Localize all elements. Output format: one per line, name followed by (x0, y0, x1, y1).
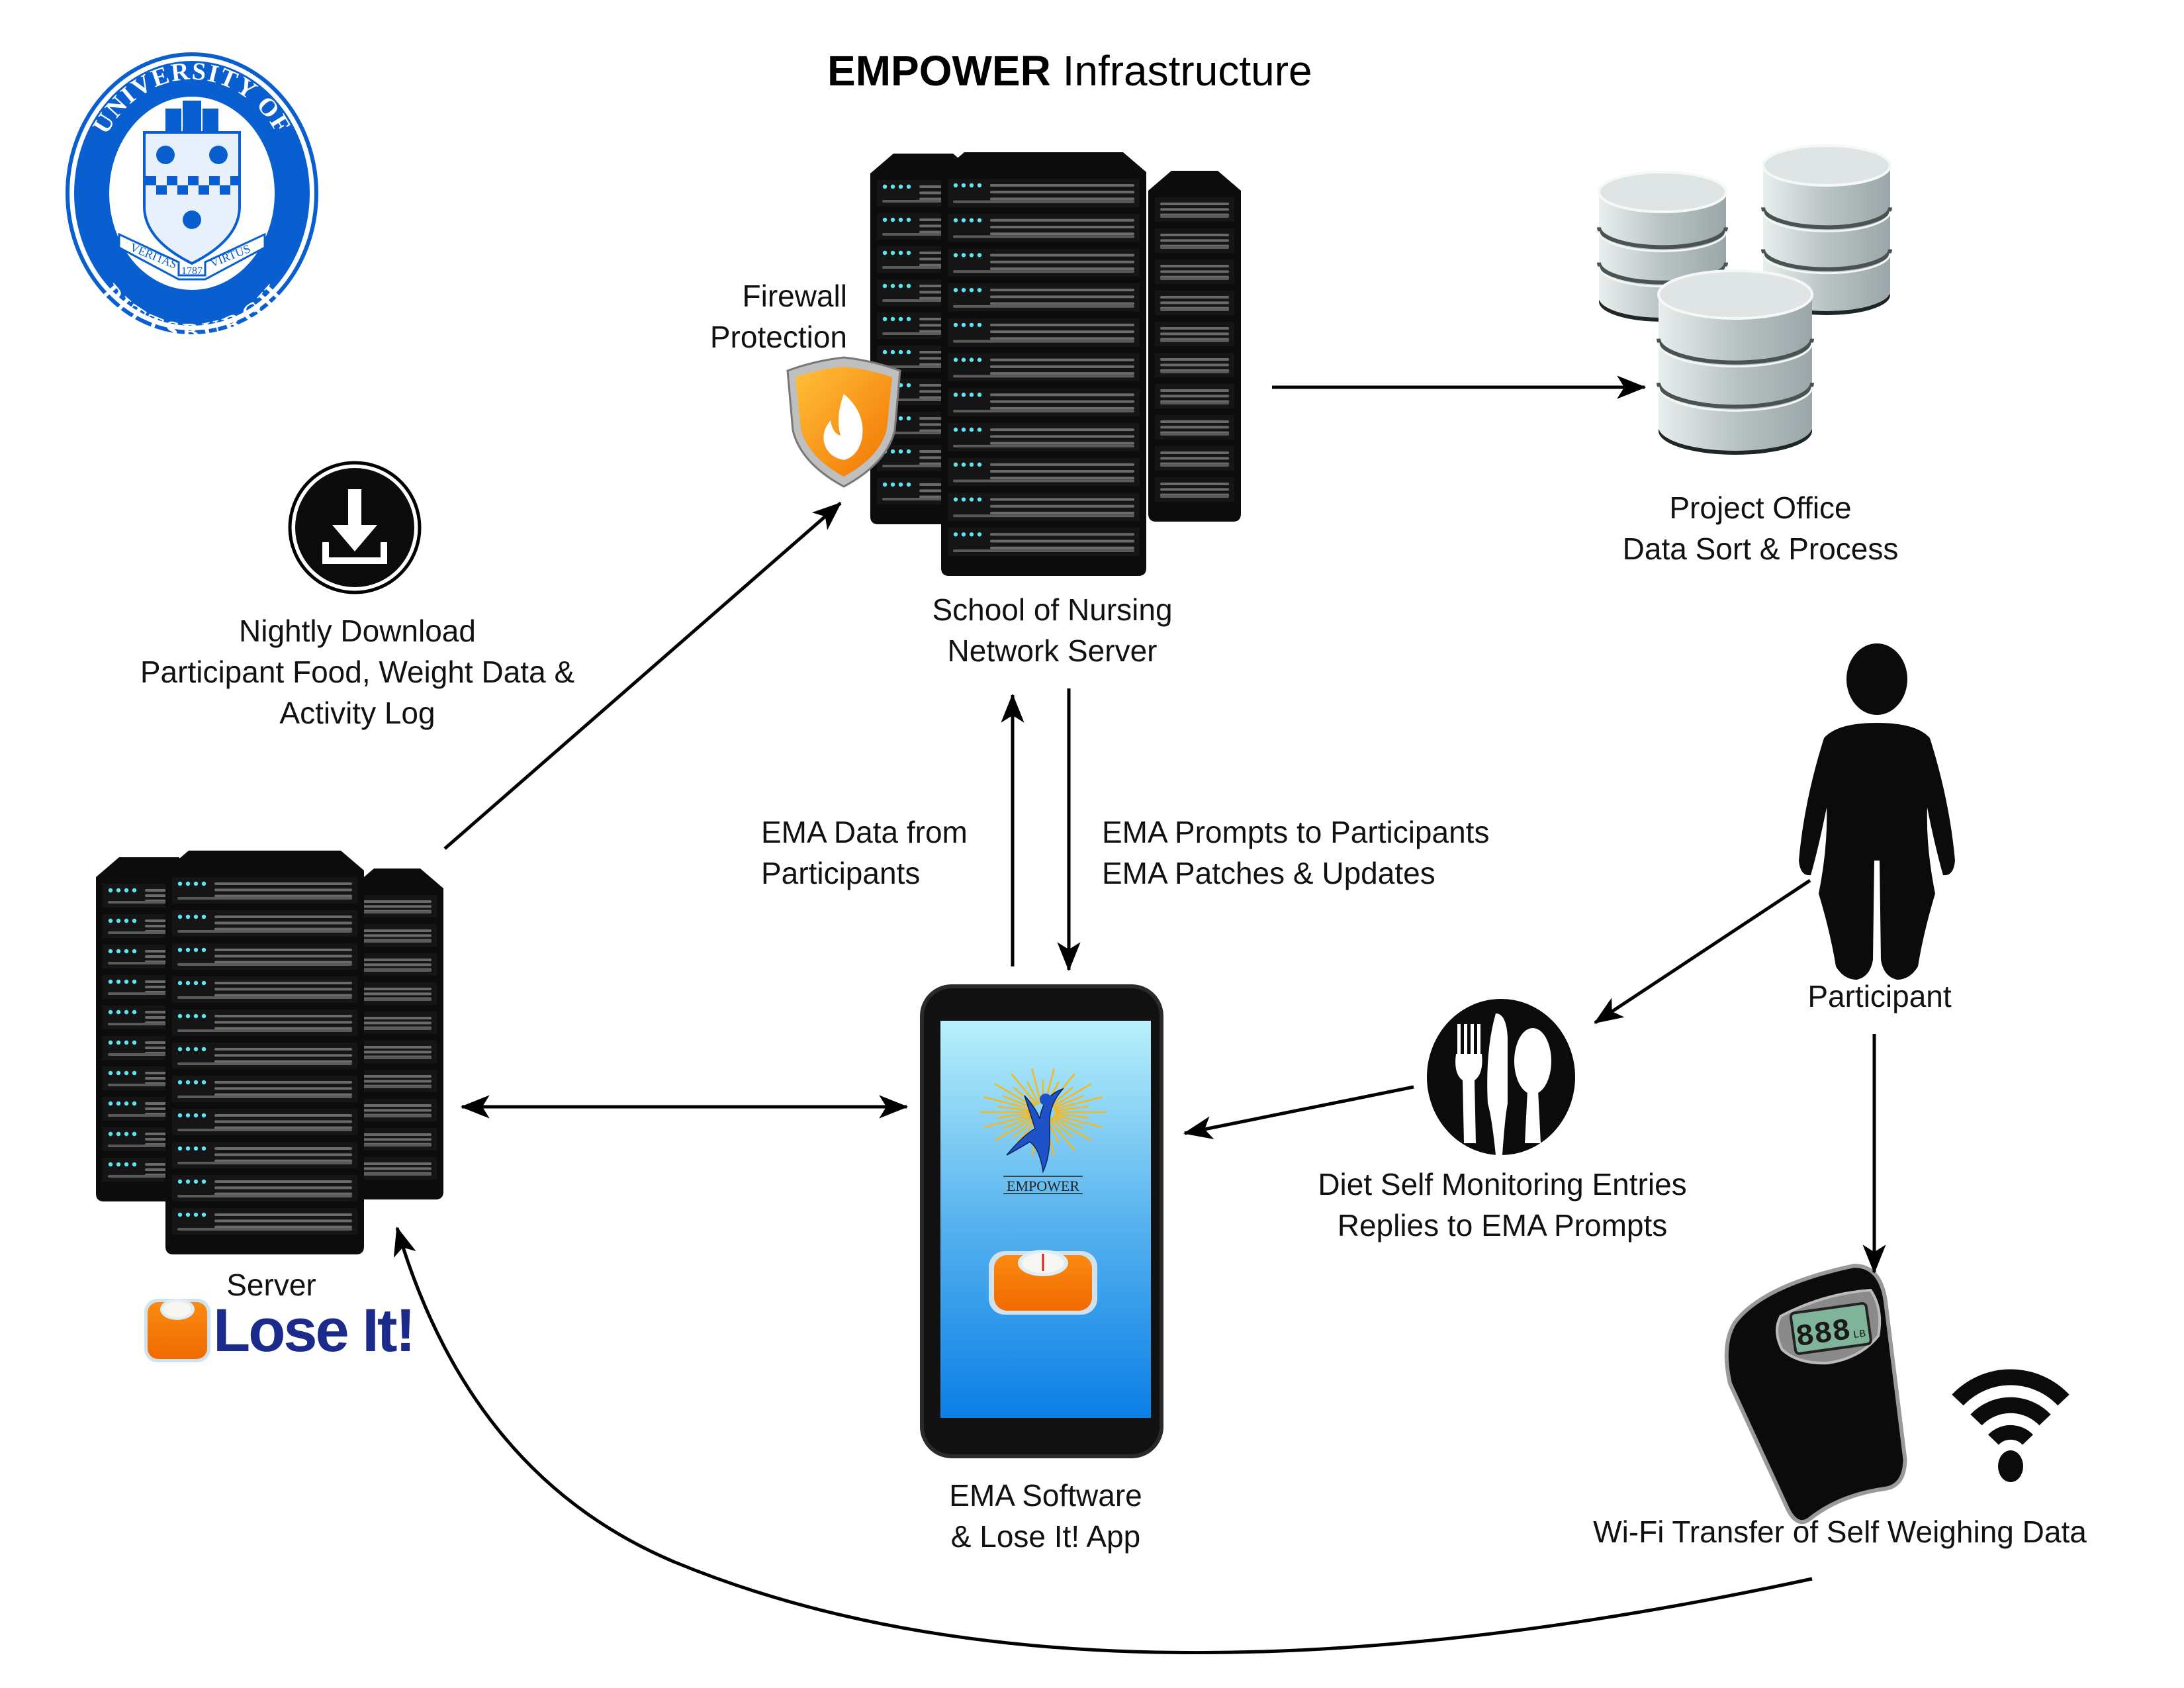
page-title: EMPOWER Infrastructure (827, 46, 1312, 95)
loseit-app-icon[interactable] (989, 1250, 1097, 1315)
nursing-rack-back-right (1148, 171, 1241, 522)
nightly-download-label: Nightly Download Participant Food, Weigh… (106, 610, 609, 733)
project-office-label-line2: Data Sort & Process (1622, 532, 1899, 566)
phone-label: EMA Software & Lose It! App (880, 1475, 1211, 1557)
arrow-loseit-to-nursing (443, 502, 842, 850)
database-back-right (1761, 144, 1892, 315)
nursing-server-label-line1: School of Nursing (932, 592, 1173, 627)
university-seal-logo: VERITAS VIRTUS 1787 UNIVERSITY OF PITTSB… (66, 52, 318, 346)
utensils-icon (1427, 999, 1575, 1155)
empower-logo-text: EMPOWER (1007, 1178, 1079, 1194)
scale-label: Wi-Fi Transfer of Self Weighing Data (1593, 1515, 2087, 1549)
ema-data-label-line2: Participants (761, 856, 921, 890)
firewall-label: Firewall Protection (702, 275, 847, 357)
nursing-rack-front (941, 152, 1146, 576)
ema-prompts-label-line2: EMA Patches & Updates (1102, 856, 1435, 890)
loseit-rack-back-right (351, 868, 443, 1199)
loseit-server-icon[interactable] (96, 851, 443, 1254)
ema-data-label: EMA Data from Participants (761, 812, 968, 894)
diet-label-line1: Diet Self Monitoring Entries (1318, 1167, 1687, 1201)
project-office-label-line1: Project Office (1669, 491, 1852, 525)
ema-prompts-label: EMA Prompts to Participants EMA Patches … (1102, 812, 1489, 894)
nursing-server-label: School of Nursing Network Server (887, 589, 1218, 671)
loseit-brand-text: Lose It! (213, 1297, 416, 1364)
firewall-shield-icon (786, 356, 901, 488)
download-icon (288, 461, 422, 594)
firewall-label-line2: Protection (709, 320, 847, 354)
participant-label: Participant (1807, 979, 1952, 1013)
logo-year: 1787 (181, 265, 203, 277)
firewall-label-line1: Firewall (742, 279, 847, 313)
phone-label-line1: EMA Software (949, 1478, 1142, 1513)
diet-label: Diet Self Monitoring Entries Replies to … (1277, 1164, 1727, 1246)
participant-icon[interactable] (1799, 643, 1955, 980)
loseit-rack-front (165, 851, 364, 1254)
ema-prompts-label-line1: EMA Prompts to Participants (1102, 815, 1490, 849)
project-office-label: Project Office Data Sort & Process (1595, 487, 1926, 569)
phone-label-line2: & Lose It! App (950, 1519, 1141, 1554)
nursing-server-label-line2: Network Server (947, 633, 1158, 668)
nightly-download-label-line2: Participant Food, Weight Data & (140, 655, 575, 689)
nursing-server-icon[interactable] (870, 152, 1241, 576)
title-bold: EMPOWER (827, 47, 1051, 95)
empower-logo: EMPOWER (980, 1068, 1106, 1194)
scale-unit: LB (1852, 1328, 1867, 1341)
ema-data-label-line1: EMA Data from (761, 815, 968, 849)
title-rest: Infrastructure (1062, 47, 1312, 95)
database-front (1657, 269, 1814, 455)
smartphone-icon[interactable]: EMPOWER (920, 984, 1163, 1458)
arrow-participant-to-diet (1594, 878, 1811, 1025)
nightly-download-label-line3: Activity Log (279, 696, 435, 730)
wifi-icon (1952, 1369, 2070, 1482)
scale-display: 888 (1794, 1313, 1852, 1355)
diet-label-line2: Replies to EMA Prompts (1337, 1208, 1668, 1243)
nightly-download-label-line1: Nightly Download (239, 614, 476, 648)
loseit-server-label: Server (226, 1268, 316, 1302)
bathroom-scale-icon[interactable]: 888 LB (1715, 1262, 1914, 1530)
arrow-scale-to-loseit-curve (393, 1226, 1813, 1655)
arrow-diet-to-phone (1183, 1085, 1414, 1139)
loseit-logo-icon (144, 1299, 210, 1362)
database-icon[interactable] (1597, 144, 1892, 455)
